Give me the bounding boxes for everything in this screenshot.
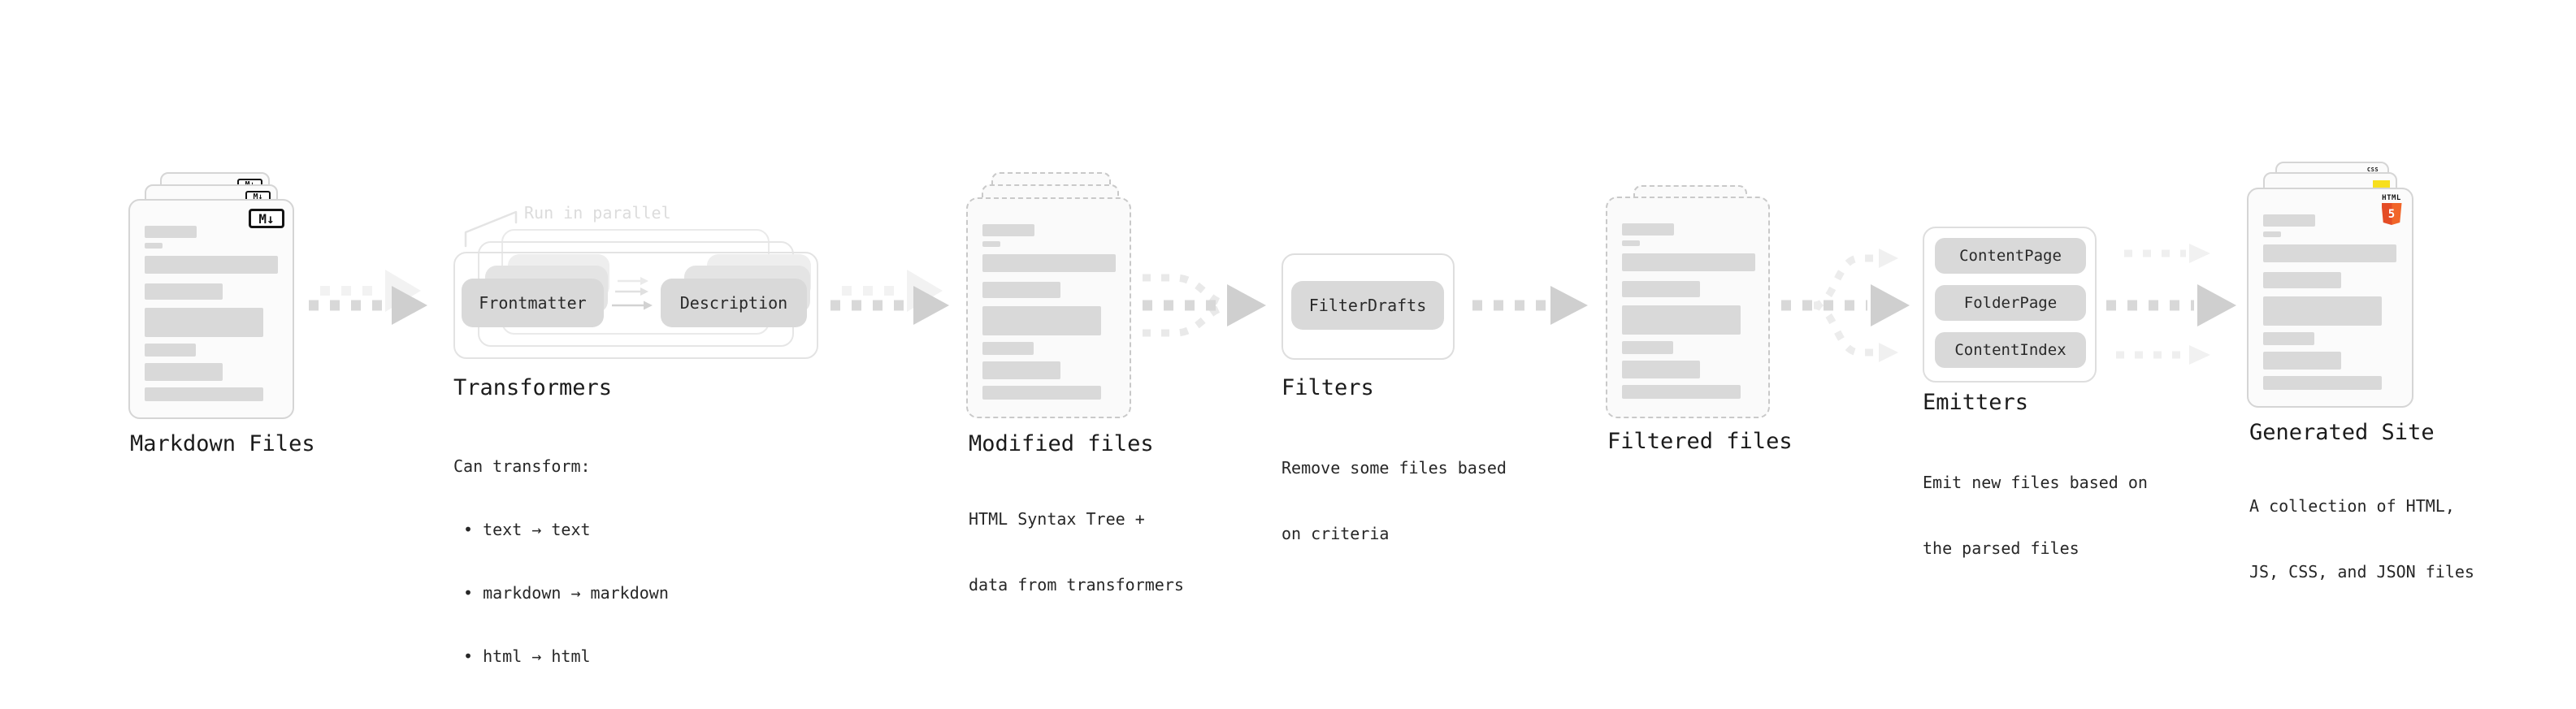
text-placeholder <box>145 308 263 337</box>
run-in-parallel-annotation: Run in parallel <box>524 203 671 223</box>
markdown-doc-front: M↓ <box>128 199 294 419</box>
text-placeholder <box>2263 244 2396 262</box>
filters-title: Filters <box>1281 375 1374 400</box>
text-placeholder <box>1622 305 1741 335</box>
arrow-emitters-to-generated <box>2106 244 2236 365</box>
generated-site-label: Generated Site <box>2249 420 2435 445</box>
markdown-files-label: Markdown Files <box>130 431 315 456</box>
generated-site-description: A collection of HTML, JS, CSS, and JSON … <box>2249 452 2474 627</box>
arrow-filtered-to-emitters-diverge <box>1781 249 1910 362</box>
text-placeholder <box>982 224 1034 236</box>
description-line: A collection of HTML, <box>2249 496 2455 516</box>
annotation-leader-line <box>464 210 518 248</box>
text-placeholder <box>2263 332 2314 345</box>
text-placeholder <box>145 363 223 381</box>
text-placeholder <box>982 306 1101 335</box>
text-placeholder <box>145 283 223 300</box>
text-placeholder <box>1622 281 1700 297</box>
description-line: • text → text <box>463 520 591 539</box>
arrow-modified-to-filters-converge <box>1143 274 1266 337</box>
description-line: Can transform: <box>453 456 591 476</box>
js-icon <box>2373 180 2390 188</box>
text-placeholder <box>2263 231 2281 237</box>
text-placeholder <box>2263 214 2315 227</box>
arrow-filters-to-filtered <box>1472 286 1588 325</box>
filtered-files-label: Filtered files <box>1607 429 1793 454</box>
text-placeholder <box>982 254 1116 272</box>
description-line: Remove some files based <box>1281 458 1507 478</box>
emitters-title: Emitters <box>1923 390 2029 415</box>
html5-shield-number: 5 <box>2387 208 2396 221</box>
contentindex-box: ContentIndex <box>1935 332 2086 368</box>
text-placeholder <box>1622 385 1741 399</box>
html-doc-front: HTML 5 <box>2247 188 2413 408</box>
text-placeholder <box>2263 376 2382 390</box>
text-placeholder <box>982 342 1034 355</box>
description-line: • html → html <box>463 646 591 666</box>
description-line: the parsed files <box>1923 538 2079 558</box>
text-placeholder <box>1622 253 1755 271</box>
modified-files-description: HTML Syntax Tree + data from transformer… <box>969 465 1184 640</box>
text-placeholder <box>982 361 1060 379</box>
static-site-pipeline-diagram: M↓ M↓ M↓ Markdown Files Run <box>128 162 2474 666</box>
description-line: • markdown → markdown <box>463 583 669 603</box>
text-placeholder <box>2263 296 2382 326</box>
arrow-markdown-to-transformers <box>309 270 427 325</box>
filters-description: Remove some files based on criteria <box>1281 413 1507 589</box>
description-box: Description <box>661 279 807 327</box>
text-placeholder <box>982 241 1000 247</box>
contentpage-box: ContentPage <box>1935 238 2086 274</box>
css-icon-text: CSS <box>2366 166 2379 173</box>
parallel-flow-arrows <box>612 277 653 310</box>
transformer-layer-front <box>453 252 818 359</box>
frontmatter-box: Frontmatter <box>462 279 604 327</box>
text-placeholder <box>1622 240 1640 246</box>
text-placeholder <box>145 387 263 401</box>
text-placeholder <box>1622 361 1700 378</box>
text-placeholder <box>1622 223 1674 236</box>
modified-doc-front <box>966 197 1131 418</box>
transformers-description: Can transform: • text → text • markdown … <box>453 413 669 709</box>
text-placeholder <box>145 226 197 238</box>
description-line: HTML Syntax Tree + <box>969 509 1145 529</box>
text-placeholder <box>2263 272 2341 288</box>
html5-shield: 5 <box>2381 203 2402 225</box>
markdown-icon: M↓ <box>249 209 284 228</box>
description-line: JS, CSS, and JSON files <box>2249 562 2474 581</box>
arrow-transformers-to-modified <box>830 270 949 325</box>
text-placeholder <box>982 282 1060 298</box>
text-placeholder <box>145 256 278 274</box>
text-placeholder <box>982 386 1101 400</box>
transformers-title: Transformers <box>453 375 613 400</box>
description-line: on criteria <box>1281 524 1390 543</box>
text-placeholder <box>145 344 196 357</box>
filterdrafts-box: FilterDrafts <box>1291 281 1444 330</box>
folderpage-box: FolderPage <box>1935 285 2086 321</box>
description-line: Emit new files based on <box>1923 473 2148 492</box>
html5-icon: HTML 5 <box>2381 194 2402 225</box>
text-placeholder <box>2263 352 2341 370</box>
html5-icon-text: HTML <box>2382 194 2401 202</box>
filtered-doc-front <box>1606 197 1770 418</box>
emitters-description: Emit new files based on the parsed files <box>1923 428 2148 603</box>
description-line: data from transformers <box>969 575 1184 594</box>
text-placeholder <box>1622 341 1673 354</box>
text-placeholder <box>145 243 163 249</box>
modified-files-label: Modified files <box>969 431 1154 456</box>
